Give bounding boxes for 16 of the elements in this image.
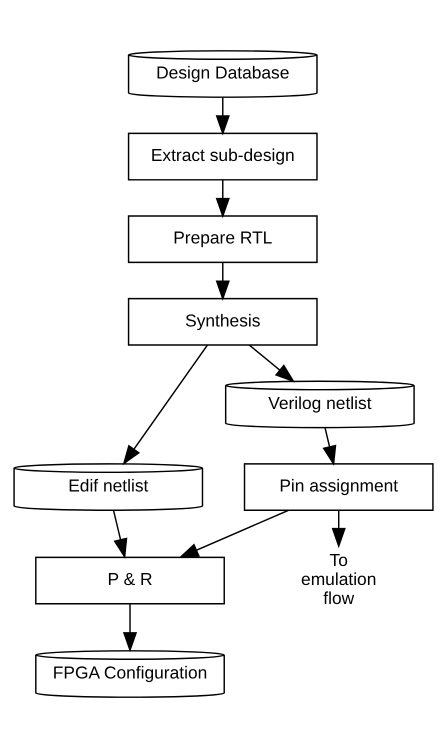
node-box: Synthesis <box>128 298 318 346</box>
arrow <box>332 510 346 548</box>
arrow <box>112 510 128 559</box>
node-box: P & R <box>35 556 225 604</box>
arrow <box>248 344 296 383</box>
arrow <box>216 180 230 218</box>
arrow <box>122 604 138 652</box>
node-text: To emulation flow <box>301 550 376 608</box>
arrow <box>216 97 230 136</box>
arrow <box>122 344 208 466</box>
node-box: Extract sub-design <box>128 132 318 181</box>
node-box: Pin assignment <box>244 463 434 511</box>
arrow <box>216 262 230 301</box>
node-box: Prepare RTL <box>128 215 318 264</box>
arrow <box>322 428 336 466</box>
arrow <box>178 510 288 558</box>
